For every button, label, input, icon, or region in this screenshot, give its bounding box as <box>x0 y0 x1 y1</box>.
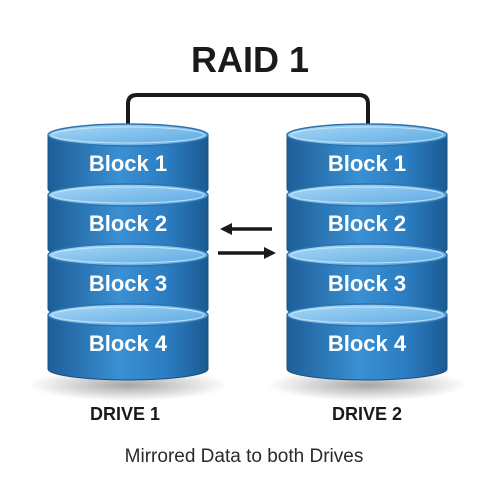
arrow-left-icon <box>220 223 272 235</box>
block-segment: Block 1 <box>47 123 209 201</box>
block-segment: Block 3 <box>47 243 209 321</box>
arrow-right-icon <box>218 247 276 259</box>
block-label: Block 4 <box>89 331 168 356</box>
diagram-title: RAID 1 <box>191 39 309 80</box>
block-label: Block 1 <box>89 151 167 176</box>
block-label: Block 3 <box>328 271 406 296</box>
drive-2: Block 1 Block 2 Block 3 Block 4 <box>267 123 467 401</box>
block-label: Block 2 <box>89 211 167 236</box>
block-segment: Block 2 <box>286 183 448 261</box>
block-segment: Block 4 <box>286 303 448 381</box>
block-label: Block 4 <box>328 331 407 356</box>
connector-line <box>126 93 370 128</box>
diagram-caption: Mirrored Data to both Drives <box>125 446 364 467</box>
mirror-arrows <box>218 223 276 259</box>
drive-1: Block 1 Block 2 Block 3 Block 4 <box>28 123 228 401</box>
block-segment: Block 1 <box>286 123 448 201</box>
block-segment: Block 4 <box>47 303 209 381</box>
drive-2-label: DRIVE 2 <box>332 404 402 424</box>
block-label: Block 3 <box>89 271 167 296</box>
block-label: Block 1 <box>328 151 406 176</box>
block-label: Block 2 <box>328 211 406 236</box>
drive-1-label: DRIVE 1 <box>90 404 160 424</box>
